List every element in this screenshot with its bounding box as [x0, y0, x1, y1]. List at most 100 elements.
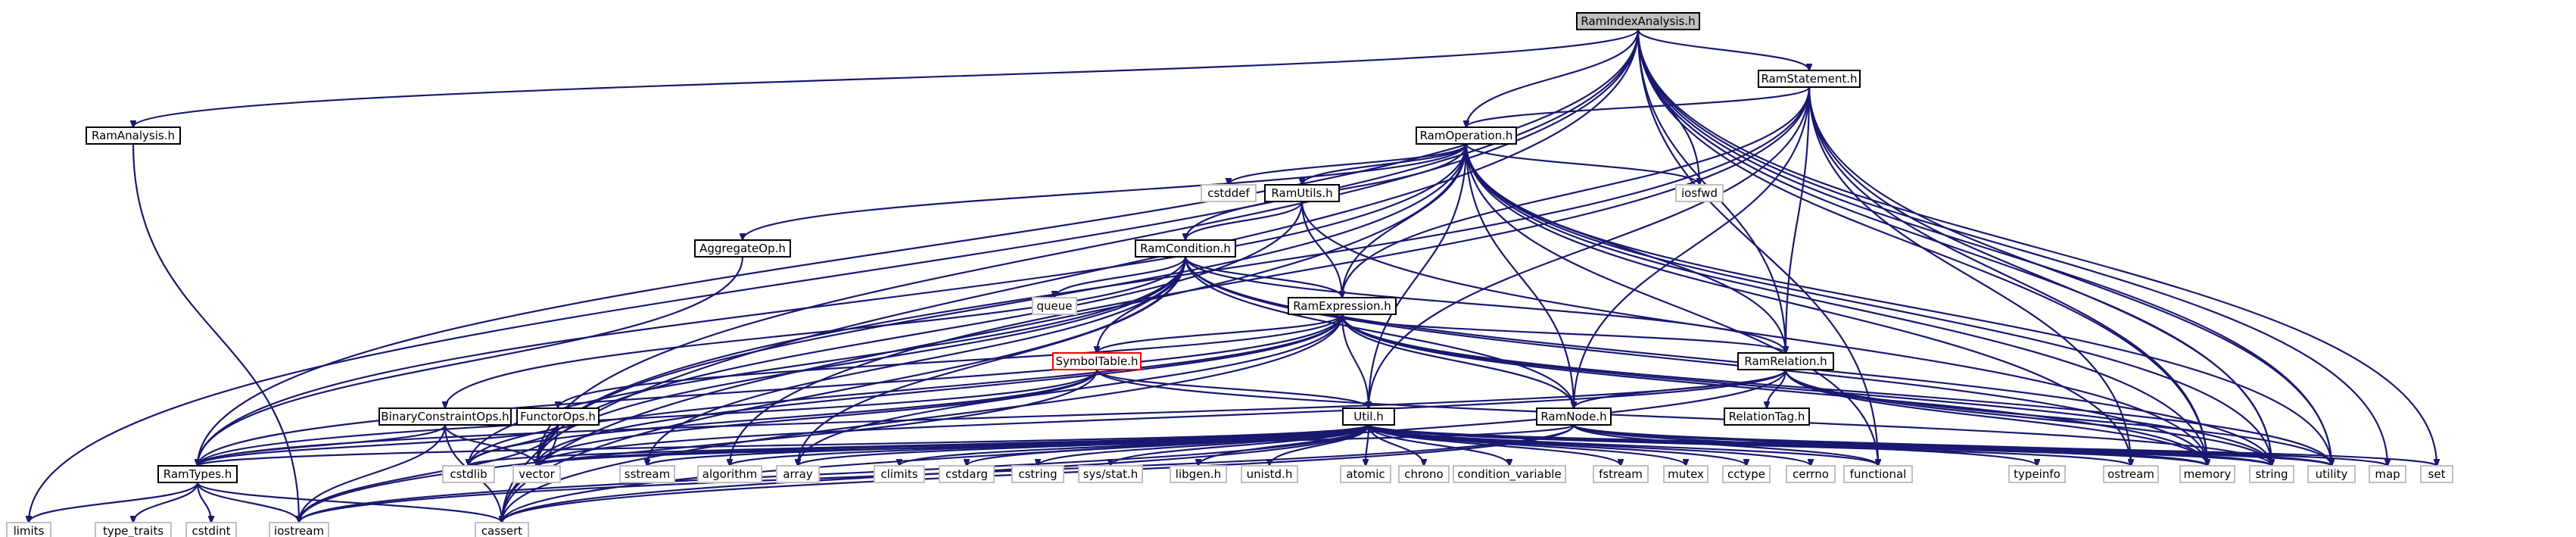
node-label: chrono — [1404, 467, 1443, 481]
node-box — [776, 465, 820, 483]
node-aggregateop-h[interactable]: AggregateOp.h — [694, 239, 791, 258]
node-ramnode-h[interactable]: RamNode.h — [1536, 407, 1612, 426]
edge-symboltable-h-to-string — [1095, 369, 2272, 466]
edge-ramstatement-h-to-ramnode-h — [1574, 86, 1811, 408]
edge-ramexpression-h-to-array — [798, 314, 1344, 466]
node-type-traits: type_traits — [95, 522, 172, 537]
node-box — [86, 126, 181, 145]
node-ramexpression-h[interactable]: RamExpression.h — [1288, 297, 1397, 315]
edge-ramexpression-h-to-ramnode-h — [1341, 314, 1574, 408]
edge-ramoperation-h-to-functional — [1465, 143, 1878, 466]
edge-ramrelation-h-to-memory — [1784, 369, 2207, 466]
node-label: type_traits — [103, 524, 164, 537]
edge-ramtypes-h-to-cstdint — [196, 482, 211, 523]
node-label: cstring — [1018, 467, 1057, 481]
edge-ramutils-h-to-memory — [1300, 201, 2207, 466]
node-ramrelation-h[interactable]: RamRelation.h — [1737, 352, 1834, 370]
edge-functorops-h-to-iostream — [299, 424, 559, 523]
node-fstream: fstream — [1593, 465, 1649, 483]
node-box — [2307, 465, 2356, 483]
node-ramutils-h[interactable]: RamUtils.h — [1264, 184, 1340, 202]
node-climits: climits — [874, 465, 925, 483]
edge-functorops-h-to-cstdlib — [469, 424, 559, 466]
edge-ramoperation-h-to-ramtypes-h — [198, 143, 1468, 466]
node-symboltable-h[interactable]: SymbolTable.h — [1052, 352, 1142, 370]
node-ramoperation-h[interactable]: RamOperation.h — [1416, 126, 1517, 145]
node-cctype: cctype — [1722, 465, 1771, 483]
node-cerrno: cerrno — [1786, 465, 1836, 483]
node-box — [1288, 297, 1397, 315]
node-box — [1340, 465, 1391, 483]
node-limits: limits — [6, 522, 51, 537]
node-cstdlib: cstdlib — [442, 465, 495, 483]
node-label: cstdlib — [450, 467, 487, 481]
node-label: ostream — [2107, 467, 2154, 481]
edge-binaryconstraintops-h-to-vector — [444, 424, 537, 466]
node-box — [1342, 407, 1395, 426]
edge-ramexpression-h-to-functorops-h — [558, 314, 1344, 408]
edge-util-h-to-atomic — [1366, 424, 1370, 466]
node-box — [1675, 184, 1724, 202]
node-cstring: cstring — [1011, 465, 1064, 483]
edge-util-h-to-libgen-h — [1198, 424, 1370, 466]
node-box — [1135, 239, 1236, 258]
node-typeinfo: typeinfo — [2008, 465, 2066, 483]
node-box — [1011, 465, 1064, 483]
node-label: queue — [1037, 299, 1073, 313]
node-box — [1737, 352, 1834, 370]
edge-ramrelation-h-to-utility — [1784, 369, 2331, 466]
node-label: AggregateOp.h — [699, 242, 786, 255]
node-util-h[interactable]: Util.h — [1342, 407, 1395, 426]
node-label: RamOperation.h — [1420, 129, 1513, 142]
edge-ramoperation-h-to-memory — [1465, 143, 2207, 466]
node-box — [874, 465, 925, 483]
edge-ramutils-h-to-ramcondition-h — [1185, 201, 1304, 240]
node-label: set — [2428, 467, 2446, 481]
node-ramtypes-h[interactable]: RamTypes.h — [157, 465, 238, 483]
node-box — [619, 465, 675, 483]
node-label: RelationTag.h — [1729, 410, 1805, 423]
edge-util-h-to-functional — [1367, 423, 1878, 466]
node-chrono: chrono — [1398, 465, 1450, 483]
node-label: array — [783, 467, 812, 481]
edge-ramstatement-h-to-vector — [537, 86, 1811, 466]
node-label: cassert — [481, 524, 522, 537]
node-label: mutex — [1668, 467, 1704, 481]
edge-ramoperation-h-to-cassert — [502, 143, 1468, 523]
edge-ramexpression-h-to-util-h — [1341, 314, 1369, 408]
edge-util-h-to-utility — [1367, 423, 2331, 466]
edge-ramexpression-h-to-cstdlib — [469, 314, 1344, 466]
node-iosfwd: iosfwd — [1675, 184, 1724, 202]
edge-symboltable-h-to-ramtypes-h — [198, 369, 1098, 466]
node-label: RamIndexAnalysis.h — [1581, 14, 1695, 28]
edge-ramtypes-h-to-iostream — [196, 482, 299, 523]
edge-util-h-to-cassert — [502, 424, 1370, 523]
node-iostream: iostream — [269, 522, 329, 537]
node-functional: functional — [1843, 465, 1913, 483]
node-string: string — [2249, 465, 2294, 483]
edge-ramutils-h-to-ramexpression-h — [1300, 201, 1342, 298]
edge-ramoperation-h-to-utility — [1465, 143, 2331, 466]
edge-ramindexanalysis-h-to-ramanalysis-h — [133, 29, 1640, 127]
node-binaryconstraintops-h[interactable]: BinaryConstraintOps.h — [378, 407, 512, 426]
node-mutex: mutex — [1663, 465, 1709, 483]
node-relationtag-h[interactable]: RelationTag.h — [1724, 407, 1810, 426]
node-memory: memory — [2179, 465, 2235, 483]
node-ramcondition-h[interactable]: RamCondition.h — [1135, 239, 1236, 258]
node-ramindexanalysis-h[interactable]: RamIndexAnalysis.h — [1576, 12, 1700, 30]
edge-ramoperation-h-to-string — [1465, 143, 2272, 466]
node-box — [1264, 184, 1340, 202]
node-label: climits — [880, 467, 917, 481]
edge-ramstatement-h-to-string — [1808, 86, 2272, 466]
node-label: iostream — [274, 524, 324, 537]
node-cstdarg: cstdarg — [939, 465, 995, 483]
node-box — [939, 465, 995, 483]
node-algorithm: algorithm — [697, 465, 762, 483]
node-ramstatement-h[interactable]: RamStatement.h — [1758, 70, 1861, 88]
node-ramanalysis-h[interactable]: RamAnalysis.h — [86, 126, 181, 145]
node-functorops-h[interactable]: FunctorOps.h — [516, 407, 600, 426]
node-label: map — [2375, 467, 2400, 481]
node-box — [1843, 465, 1913, 483]
node-cstddef: cstddef — [1201, 184, 1257, 202]
